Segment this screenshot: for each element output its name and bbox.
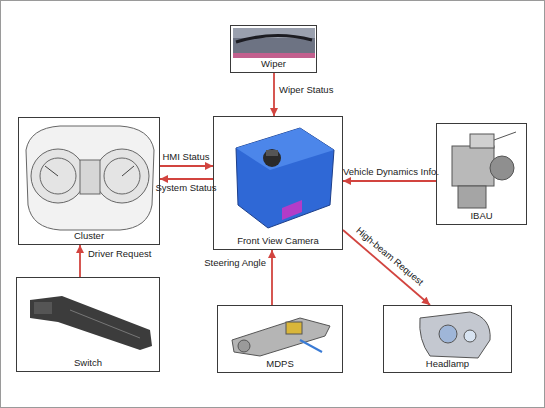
signal-label: High-beam Request xyxy=(354,225,426,288)
component-label: Cluster xyxy=(74,230,104,241)
signal-arrow xyxy=(160,165,213,167)
component-label: Front View Camera xyxy=(237,235,319,246)
signal-arrow xyxy=(273,73,275,116)
component-label: Wiper xyxy=(261,58,286,69)
signal-arrow xyxy=(343,230,430,305)
component-label: IBAU xyxy=(470,210,492,221)
component-box: Front View Camera xyxy=(213,116,343,250)
signal-arrow xyxy=(160,178,213,180)
signal-label: Wiper Status xyxy=(279,84,333,95)
component-label: Switch xyxy=(74,357,102,368)
signal-arrow xyxy=(271,250,273,305)
camera-illustration xyxy=(236,128,334,228)
component-box: Cluster xyxy=(18,117,160,245)
headlamp-illustration xyxy=(420,312,490,358)
mdps-illustration xyxy=(232,318,330,356)
signal-label: Driver Request xyxy=(88,248,151,259)
component-box: Wiper xyxy=(230,25,317,73)
signal-label: Vehicle Dynamics Info. xyxy=(343,166,439,177)
component-box: IBAU xyxy=(436,123,527,225)
signal-label: Steering Angle xyxy=(204,257,266,268)
component-box: MDPS xyxy=(217,305,343,373)
signal-arrow xyxy=(343,180,436,182)
ibau-illustration xyxy=(452,132,516,208)
component-label: MDPS xyxy=(266,358,293,369)
switch-illustration xyxy=(30,296,152,350)
signal-label: System Status xyxy=(155,182,216,193)
cluster-illustration xyxy=(26,126,154,230)
wiper-illustration xyxy=(233,28,315,58)
signal-label: HMI Status xyxy=(163,151,210,162)
signal-arrow xyxy=(79,245,81,277)
component-box: Switch xyxy=(16,277,160,372)
component-label: Headlamp xyxy=(426,358,469,369)
component-box: Headlamp xyxy=(383,305,512,373)
